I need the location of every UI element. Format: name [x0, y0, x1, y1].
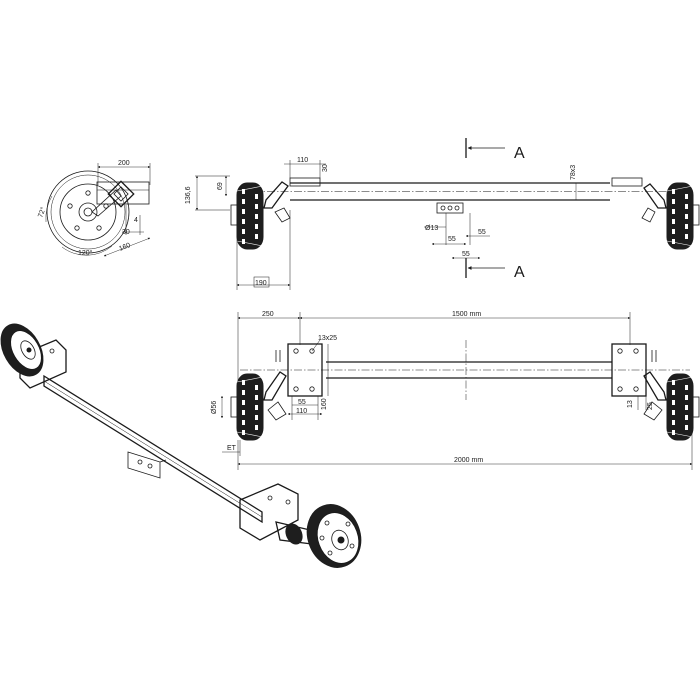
plan-plate-left	[287, 343, 323, 397]
top-wheel-left	[236, 182, 264, 250]
plan-dim-13x25: 13x25	[318, 335, 337, 342]
plan-wheel-right	[666, 373, 694, 441]
plan-dim-13: 13	[627, 400, 634, 408]
plan-wheel-left	[236, 373, 264, 441]
section-marker-top: A	[465, 138, 525, 162]
top-dim-190: 190	[255, 280, 267, 287]
plan-view: 250 1500 mm 13x25	[211, 311, 700, 470]
isometric-view	[0, 323, 362, 568]
front-dim-30: 30	[122, 229, 130, 236]
plan-dim-1500: 1500 mm	[452, 311, 481, 318]
front-view: 200 72° 120° 30 4 160	[36, 160, 151, 257]
top-dim-55a: 55	[448, 236, 456, 243]
section-label-bottom: A	[514, 264, 525, 281]
top-dim-110: 110	[297, 157, 308, 164]
plan-dim-d56: Ø56	[211, 401, 218, 414]
plan-plate-right	[611, 343, 647, 397]
front-dim-120deg: 120°	[78, 249, 93, 257]
section-marker-bottom: A	[465, 258, 525, 281]
plan-dim-250: 250	[262, 311, 274, 318]
top-wheel-right	[666, 182, 694, 250]
top-dim-69: 69	[217, 182, 224, 190]
front-dim-72deg: 72°	[36, 206, 47, 219]
plan-dim-55: 55	[298, 399, 306, 406]
top-dim-d13: Ø13	[425, 225, 438, 232]
section-label-top: A	[514, 145, 525, 162]
top-dim-55c: 55	[462, 251, 470, 258]
top-dim-78x3: 78x3	[570, 165, 577, 180]
front-dim-4: 4	[134, 217, 138, 224]
top-dim-30: 30	[322, 164, 329, 172]
top-view: 110 30 136,6 69 190 78x3 Ø13 55 55 55	[185, 157, 700, 290]
plan-dim-160: 160	[321, 398, 328, 410]
top-dim-55b: 55	[478, 229, 486, 236]
front-dim-200: 200	[118, 160, 130, 167]
top-dim-136-6: 136,6	[185, 186, 192, 204]
plan-dim-et: ET	[227, 445, 237, 452]
plan-dim-110: 110	[296, 408, 307, 415]
plan-dim-25: 25	[647, 402, 654, 410]
plan-dim-2000: 2000 mm	[454, 457, 483, 464]
front-dim-160: 160	[118, 242, 132, 253]
